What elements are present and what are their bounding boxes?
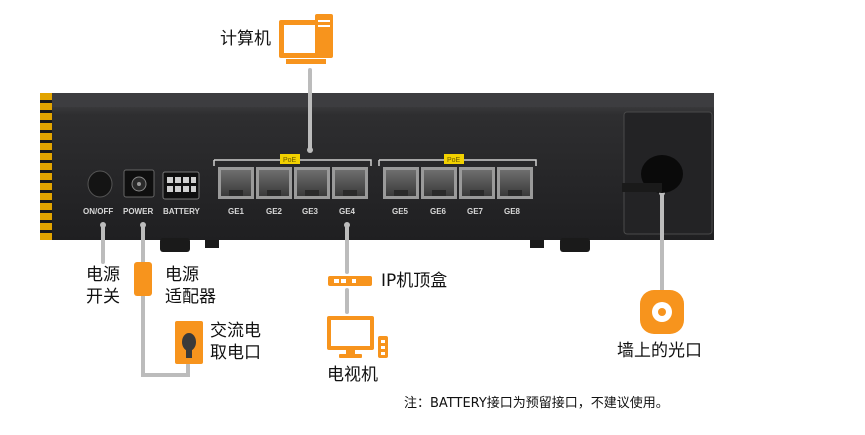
power-switch-label-line2: 开关 [86,287,120,307]
tv-label: 电视机 [327,365,378,385]
power-adapter-label-line2: 适配器 [165,287,216,307]
port-label-ge1: GE1 [228,207,245,216]
ethernet-port-ge7[interactable] [459,167,495,199]
fiber-wall-label: 墙上的光口 [617,341,702,361]
ethernet-port-ge8[interactable] [497,167,533,199]
ac-outlet-label-line1: 交流电 [210,321,261,341]
tv-icon [327,316,388,358]
ac-outlet-icon [175,321,203,364]
computer-icon [279,14,333,64]
ethernet-port-ge6[interactable] [421,167,457,199]
port-label-ge6: GE6 [430,207,447,216]
poe-bracket-left [213,154,372,166]
port-label-ge3: GE3 [302,207,319,216]
onoff-label: ON/OFF [83,207,113,216]
port-label-ge5: GE5 [392,207,409,216]
power-switch-label: 电源 开关 [86,264,120,308]
port-label-ge4: GE4 [339,207,356,216]
poe-bracket-right [378,154,537,166]
ethernet-port-ge4[interactable] [332,167,368,199]
poe-left-label: PoE [283,157,297,164]
port-label-ge8: GE8 [504,207,521,216]
power-jack [123,169,155,198]
fiber-plug [622,155,683,193]
ethernet-port-ge2[interactable] [256,167,292,199]
battery-note: 注：BATTERY接口为预留接口，不建议使用。 [404,396,669,411]
power-switch-label-line1: 电源 [86,265,120,285]
poe-right-label: PoE [447,157,461,164]
line-power-to-outlet [141,223,190,377]
power-adapter-label-line1: 电源 [165,265,199,285]
vent-slots [40,100,52,233]
connector-lines [101,68,664,377]
fiber-port-icon [640,290,684,334]
iptv-box-label: IP机顶盒 [381,271,448,291]
power-label: POWER [123,207,153,216]
settop-box-icon [328,276,372,286]
battery-connector [162,171,200,200]
power-adapter-icon [134,262,152,296]
ethernet-port-ge5[interactable] [383,167,419,199]
onoff-switch[interactable] [87,170,113,198]
ethernet-port-ge1[interactable] [218,167,254,199]
battery-label: BATTERY [163,207,201,216]
computer-label: 计算机 [220,29,271,49]
power-adapter-label: 电源 适配器 [165,264,216,308]
ac-outlet-label: 交流电 取电口 [210,320,261,364]
ethernet-port-ge3[interactable] [294,167,330,199]
port-label-ge2: GE2 [266,207,283,216]
ac-outlet-label-line2: 取电口 [210,343,261,363]
port-label-ge7: GE7 [467,207,484,216]
